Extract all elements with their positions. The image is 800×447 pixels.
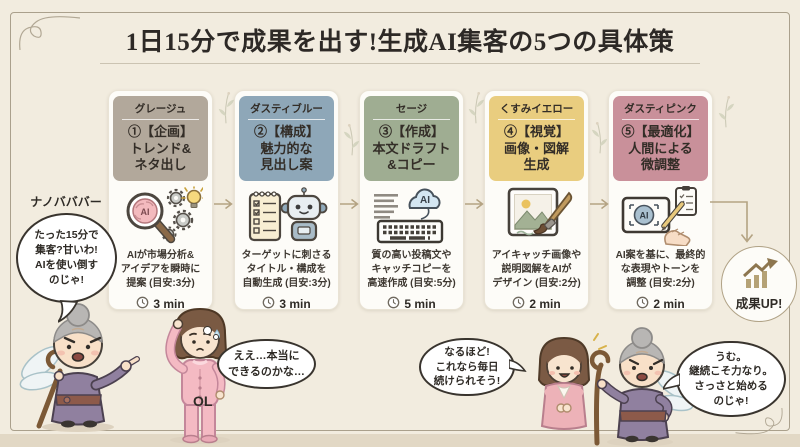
step-5-header-divider <box>622 119 699 120</box>
ol-character <box>165 307 230 444</box>
step-3-header-divider <box>373 119 450 120</box>
step-3-header: セージ ③【作成】 本文ドラフト &コピー <box>364 96 459 181</box>
step-3-description: 質の高い投稿文や キャッチコピーを 高速作成 (目安:5分) <box>367 249 456 289</box>
step-4-time: 2 min <box>485 296 588 312</box>
step-card-3: セージ ③【作成】 本文ドラフト &コピー AI 質の高い投稿文や キャッチコピ… <box>359 90 464 312</box>
result-label: 成果UP! <box>735 296 783 311</box>
step-1-time: 3 min <box>109 296 212 312</box>
step-1-header: グレージュ ①【企画】 トレンド& ネタ出し <box>113 96 208 181</box>
svg-text:AI: AI <box>639 210 648 220</box>
ai-cloud-keyboard-icon: AI <box>360 184 463 248</box>
flow-arrow-icon <box>465 198 484 210</box>
speech-bubble-tail <box>58 300 79 323</box>
speech-bubble-tail <box>509 359 527 372</box>
fairy-grandma-end-character <box>589 327 694 447</box>
step-5-color-name: ダスティピンク <box>624 103 697 115</box>
flow-arrow-icon <box>214 198 233 210</box>
clock-icon <box>512 296 525 312</box>
step-4-description: アイキャッチ画像や 説明図解をAIが デザイン (目安:2分) <box>491 249 582 289</box>
step-3-color-name: セージ <box>395 103 428 115</box>
robot-checklist-icon <box>235 184 338 248</box>
step-5-time-label: 2 min <box>653 296 685 311</box>
step-1-description: AIが市場分析& アイデアを瞬時に 提案 (目安:3分) <box>120 249 201 289</box>
flow-arrow-icon <box>340 198 359 210</box>
supporter-speech-bubble: なるほど! これなら毎日 続けられそう! <box>419 338 515 396</box>
growth-chart-icon <box>739 257 779 294</box>
frame-corner-curl-icon <box>735 408 783 435</box>
step-card-2: ダスティブルー ②【構成】 魅力的な 見出し案 <box>234 90 339 312</box>
flora-branch-icon <box>468 92 485 124</box>
step-card-4: くすみイエロー ④【視覚】 画像・図解 生成 アイキャッチ画像や 説明図解をAI… <box>484 90 589 312</box>
frame-corner-curl-icon <box>19 16 81 50</box>
step-2-title: ②【構成】 魅力的な 見出し案 <box>253 124 319 173</box>
flora-branch-icon <box>343 124 360 156</box>
clock-icon <box>387 296 400 312</box>
step-3-time-label: 5 min <box>404 296 436 311</box>
ol-thought-bubble: ええ…本当に できるのかな… <box>217 339 316 389</box>
step-2-time-label: 3 min <box>279 296 311 311</box>
clock-icon <box>636 296 649 312</box>
clock-icon <box>262 296 275 312</box>
step-2-time: 3 min <box>235 296 338 312</box>
thought-dot <box>203 326 212 335</box>
fairy-grandma-speech-bubble: たった15分で 集客?甘いわ! AIを使い倒す のじゃ! <box>16 213 117 303</box>
flora-branch-icon <box>218 92 235 124</box>
ai-magnifier-ideas-icon: AI <box>109 184 212 248</box>
speech-bubble-tail <box>663 373 680 390</box>
title-underline <box>100 63 700 64</box>
step-5-title: ⑤【最適化】 人間による 微調整 <box>621 124 700 173</box>
step-5-time: 2 min <box>609 296 712 312</box>
fairy-grandma-name-label: ナノバババー <box>30 195 102 209</box>
svg-text:AI: AI <box>140 207 149 217</box>
step-4-header: くすみイエロー ④【視覚】 画像・図解 生成 <box>489 96 584 181</box>
flow-arrow-down-icon <box>710 201 754 243</box>
result-badge: 成果UP! <box>721 246 797 322</box>
step-3-title: ③【作成】 本文ドラフト &コピー <box>372 124 451 173</box>
step-card-5: ダスティピンク ⑤【最適化】 人間による 微調整 AI <box>608 90 713 312</box>
step-1-color-name: グレージュ <box>134 103 187 115</box>
step-2-header-divider <box>248 119 325 120</box>
step-card-1: グレージュ ①【企画】 トレンド& ネタ出し AI <box>108 90 213 312</box>
ol-name-label: OL <box>193 393 213 409</box>
image-paintbrush-icon <box>485 184 588 248</box>
step-1-time-label: 3 min <box>153 296 185 311</box>
step-1-header-divider <box>122 119 199 120</box>
step-4-color-name: くすみイエロー <box>499 103 574 115</box>
svg-text:AI: AI <box>420 195 430 206</box>
clock-icon <box>136 296 149 312</box>
step-2-color-name: ダスティブルー <box>250 103 323 115</box>
fairy-grandma-end-speech-bubble: うむ。 継続こそ力なり。 さっさと始める のじゃ! <box>676 341 786 417</box>
step-4-time-label: 2 min <box>529 296 561 311</box>
step-2-description: ターゲットに刺さる タイトル・構成を 自動生成 (目安:3分) <box>241 249 332 289</box>
step-3-time: 5 min <box>360 296 463 312</box>
step-5-description: AI案を基に、最終的 な表現やトーンを 調整 (目安:2分) <box>615 249 706 289</box>
tablet-hand-edit-icon: AI <box>609 184 712 248</box>
supporter-character <box>537 333 607 430</box>
flora-branch-icon <box>718 96 735 128</box>
step-2-header: ダスティブルー ②【構成】 魅力的な 見出し案 <box>239 96 334 181</box>
thought-dot <box>213 334 219 340</box>
step-1-title: ①【企画】 トレンド& ネタ出し <box>127 124 193 173</box>
step-4-header-divider <box>498 119 575 120</box>
page-title: 1日15分で成果を出す!生成AI集客の5つの具体策 <box>125 29 675 56</box>
step-4-title: ④【視覚】 画像・図解 生成 <box>503 124 569 173</box>
step-5-header: ダスティピンク ⑤【最適化】 人間による 微調整 <box>613 96 708 181</box>
flora-branch-icon <box>591 122 608 154</box>
flow-arrow-icon <box>590 198 609 210</box>
